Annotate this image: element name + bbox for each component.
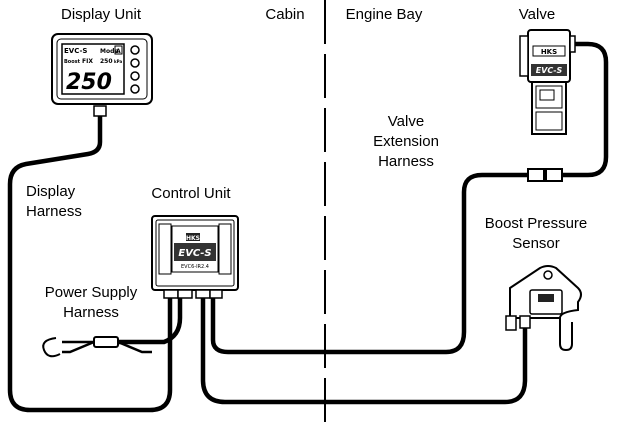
display-harness-line2: Harness xyxy=(26,203,82,220)
control-unit-badge: HKS xyxy=(186,235,200,242)
display-harness-line1: Display xyxy=(26,183,76,200)
valve-extension-harness-label: Valve Extension Harness xyxy=(373,112,439,172)
display-button-2 xyxy=(130,58,140,68)
boost-sensor-line2: Sensor xyxy=(512,235,560,252)
screen-row2-mid: FIX xyxy=(82,58,93,65)
power-supply-harness-label: Power Supply Harness xyxy=(45,283,138,323)
valve-extension-line3: Harness xyxy=(378,153,434,170)
power-supply-terminal xyxy=(42,337,61,358)
screen-mode-value: A xyxy=(116,48,121,55)
display-button-1 xyxy=(130,45,140,55)
screen-row2-right: 250 xyxy=(100,58,113,65)
screen-big-value: 250 xyxy=(66,70,112,95)
boost-sensor-line1: Boost Pressure xyxy=(484,215,588,232)
valve-brand: EVC-S xyxy=(536,66,563,75)
sensor-harness-wire xyxy=(200,295,528,405)
power-supply-harness-wire xyxy=(115,295,183,345)
display-harness-label: Display Harness xyxy=(26,182,82,222)
valve-badge: HKS xyxy=(541,48,557,56)
display-button-4 xyxy=(130,84,140,94)
valve: HKS EVC-S xyxy=(519,29,576,135)
screen-brand: EVC-S xyxy=(64,47,87,55)
display-unit-label: Display Unit xyxy=(60,6,142,23)
boost-pressure-sensor xyxy=(505,265,582,352)
valve-harness-wire xyxy=(559,41,609,178)
control-unit-label: Control Unit xyxy=(151,185,231,202)
power-supply-harness-line2: Harness xyxy=(63,304,119,321)
power-supply-lead-b xyxy=(62,340,95,354)
power-supply-harness-line1: Power Supply xyxy=(44,284,138,301)
valve-extension-harness-wire xyxy=(210,172,531,355)
inline-fuse xyxy=(93,336,119,348)
display-connector xyxy=(93,105,107,117)
control-unit: HKS EVC-S EVC6-IR2.4 xyxy=(151,215,239,299)
display-button-3 xyxy=(130,71,140,81)
screen-row2-unit: kPa xyxy=(114,59,122,64)
valve-extension-connector xyxy=(527,168,563,182)
valve-extension-line1: Valve xyxy=(387,113,425,130)
control-unit-brand: EVC-S xyxy=(178,248,211,259)
valve-label: Valve xyxy=(518,6,556,23)
display-screen xyxy=(61,43,125,95)
valve-extension-line2: Extension xyxy=(373,133,439,150)
display-harness-wire xyxy=(7,113,173,413)
screen-row2-left: Boost xyxy=(64,59,81,65)
zone-cabin-label: Cabin xyxy=(265,6,305,23)
power-supply-lead-c xyxy=(117,340,152,354)
screen-mode: Mode xyxy=(100,48,118,55)
control-unit-model: EVC6-IR2.4 xyxy=(181,264,209,270)
boost-pressure-sensor-label: Boost Pressure Sensor xyxy=(485,214,588,254)
display-unit: EVC-S Mode A Boost FIX 250 kPa 250 xyxy=(51,33,153,117)
zone-engine-bay-label: Engine Bay xyxy=(345,6,423,23)
